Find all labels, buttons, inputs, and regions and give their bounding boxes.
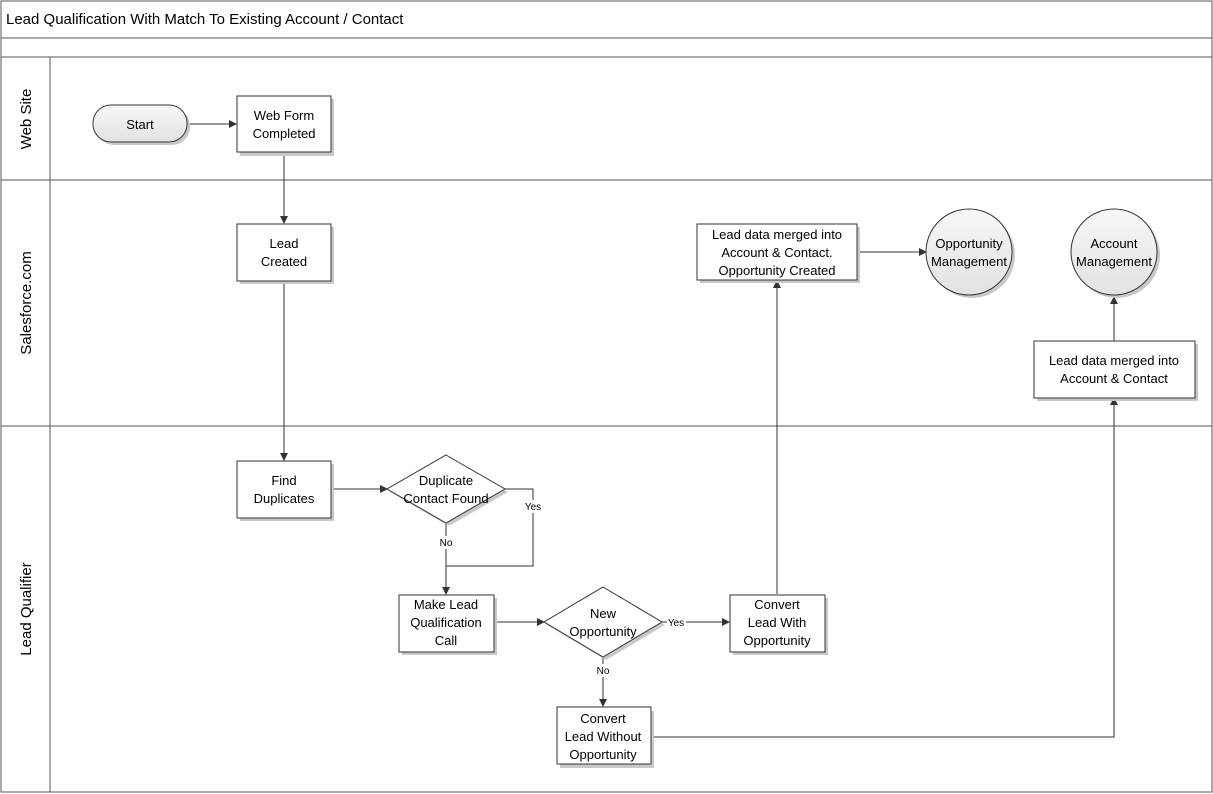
convert-without-label-line: Convert	[580, 711, 626, 726]
web-form-label-line: Web Form	[254, 108, 314, 123]
edge-label-yes-duplicate: Yes	[525, 502, 541, 513]
diagram-title: Lead Qualification With Match To Existin…	[6, 11, 404, 28]
duplicate-found-label-line: Duplicate	[419, 473, 473, 488]
make-call-label-line: Qualification	[410, 615, 482, 630]
find-duplicates-label-line: Find	[271, 473, 296, 488]
title-bar: Lead Qualification With Match To Existin…	[0, 0, 1213, 39]
convert-with-label-line: Opportunity	[743, 633, 811, 648]
web-form-label-line: Completed	[253, 126, 316, 141]
lead-created-label-line: Lead	[270, 236, 299, 251]
start-terminator: Start	[92, 104, 190, 145]
edge-labels: Yes No Yes No	[438, 500, 686, 677]
opportunity-mgmt-label-line: Management	[931, 254, 1007, 269]
edge-label-yes-opportunity: Yes	[668, 618, 684, 629]
merged-account-label-line: Lead data merged into	[1049, 353, 1179, 368]
merged-opportunity-label-line: Account & Contact.	[721, 245, 832, 260]
merged-account-label-line: Account & Contact	[1060, 371, 1168, 386]
convert-without-label-line: Lead Without	[565, 729, 642, 744]
convert-with-label-line: Convert	[754, 597, 800, 612]
new-opportunity-label-line: New	[590, 606, 617, 621]
account-mgmt-label-line: Management	[1076, 254, 1152, 269]
lane-label-lead-qualifier: Lead Qualifier	[18, 562, 35, 655]
convert-with-label-line: Lead With	[748, 615, 807, 630]
subheader-bar	[0, 37, 1213, 58]
edge-duplicate-yes-loop	[446, 488, 534, 567]
make-call-label-line: Call	[435, 633, 458, 648]
edge-label-no-duplicate: No	[440, 538, 453, 549]
opportunity-mgmt-label-line: Opportunity	[935, 236, 1003, 251]
duplicate-found-label-line: Contact Found	[403, 491, 488, 506]
merged-opportunity-label-line: Opportunity Created	[718, 263, 835, 278]
edge-without-to-merged-account	[650, 397, 1118, 738]
account-mgmt-label-line: Account	[1091, 236, 1138, 251]
merged-opportunity-label-line: Lead data merged into	[712, 227, 842, 242]
find-duplicates-label-line: Duplicates	[254, 491, 315, 506]
make-call-label-line: Make Lead	[414, 597, 478, 612]
lead-created-label-line: Created	[261, 254, 307, 269]
start-label-line: Start	[126, 117, 154, 132]
lane-label-salesforce: Salesforce.com	[18, 251, 35, 354]
new-opportunity-label-line: Opportunity	[569, 624, 637, 639]
flow-edges	[188, 120, 1118, 738]
swimlanes: Web Site Salesforce.com Lead Qualifier	[0, 56, 1213, 793]
convert-without-label-line: Opportunity	[569, 747, 637, 762]
lane-label-web-site: Web Site	[18, 89, 35, 150]
edge-label-no-opportunity: No	[597, 666, 610, 677]
